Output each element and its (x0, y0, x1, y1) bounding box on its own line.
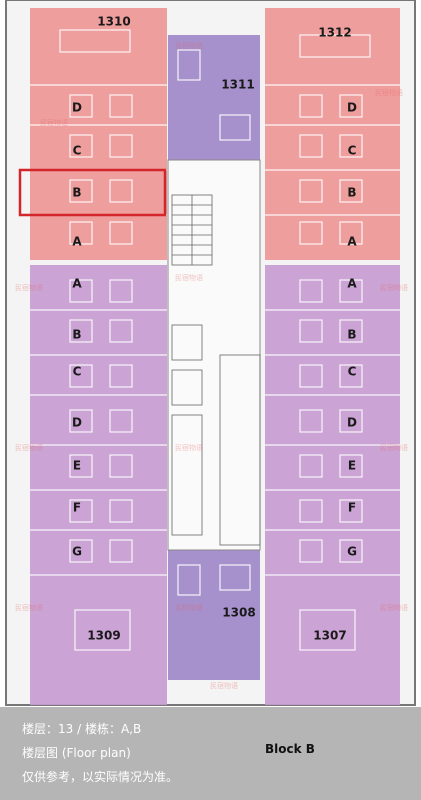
unit-label: C (73, 365, 82, 379)
svg-text:民宿物语: 民宿物语 (380, 283, 408, 292)
unit-label: B (72, 328, 81, 342)
unit-label: E (73, 459, 81, 473)
watermarks: 民宿物语 民宿物语 民宿物语 民宿物语 民宿物语 民宿物语 民宿物语 民宿物语 … (15, 41, 408, 690)
unit-label: F (73, 501, 81, 515)
unit-label: C (348, 365, 357, 379)
unit-label: D (347, 416, 357, 430)
caption-overlay (0, 707, 421, 800)
right-top-partitions (265, 34, 400, 245)
unit-label: B (347, 328, 356, 342)
unit-label: G (72, 545, 82, 559)
left-bottom-partitions (30, 279, 167, 651)
unit-label: B (347, 186, 356, 200)
unit-label: D (72, 416, 82, 430)
block-label: Block B (265, 742, 315, 756)
room-1311-label: 1311 (221, 78, 254, 92)
svg-text:民宿物语: 民宿物语 (375, 88, 403, 97)
svg-text:民宿物语: 民宿物语 (175, 41, 203, 50)
svg-text:民宿物语: 民宿物语 (175, 603, 203, 612)
floor-info: 楼层：13 / 楼栋：A,B (22, 722, 142, 736)
stair-core (171, 194, 261, 546)
svg-text:民宿物语: 民宿物语 (380, 443, 408, 452)
svg-text:民宿物语: 民宿物语 (15, 283, 43, 292)
unit-label: F (348, 501, 356, 515)
room-1309-label: 1309 (87, 629, 120, 643)
svg-text:民宿物语: 民宿物语 (175, 273, 203, 282)
svg-text:民宿物语: 民宿物语 (15, 603, 43, 612)
unit-label: B (72, 186, 81, 200)
unit-label: E (348, 459, 356, 473)
highlight-unit-b (18, 168, 167, 217)
room-1308-label: 1308 (222, 606, 255, 620)
unit-label: G (347, 545, 357, 559)
floor-plan-title: 楼层图 (Floor plan) (22, 746, 131, 760)
unit-label: A (72, 277, 82, 291)
svg-text:民宿物语: 民宿物语 (210, 681, 238, 690)
unit-label: C (348, 144, 357, 158)
unit-label: D (347, 101, 357, 115)
zone-left-top (30, 8, 167, 260)
zone-left-bottom (30, 265, 167, 705)
svg-text:民宿物语: 民宿物语 (40, 118, 68, 127)
svg-text:民宿物语: 民宿物语 (175, 443, 203, 452)
center-room-furniture (177, 49, 251, 596)
right-bottom-partitions (265, 279, 400, 651)
unit-label: D (72, 101, 82, 115)
unit-label: A (72, 235, 82, 249)
unit-label: A (347, 277, 357, 291)
svg-text:民宿物语: 民宿物语 (15, 443, 43, 452)
zone-right-top (265, 8, 400, 260)
room-1312-label: 1312 (318, 26, 351, 40)
svg-text:民宿物语: 民宿物语 (380, 603, 408, 612)
disclaimer: 仅供参考，以实际情况为准。 (22, 770, 179, 784)
zone-1311 (168, 35, 260, 160)
room-1310-label: 1310 (97, 15, 130, 29)
unit-label: A (347, 235, 357, 249)
room-1307-label: 1307 (313, 629, 346, 643)
zone-right-bottom (265, 265, 400, 705)
unit-label: C (73, 144, 82, 158)
zone-1308 (168, 550, 260, 680)
